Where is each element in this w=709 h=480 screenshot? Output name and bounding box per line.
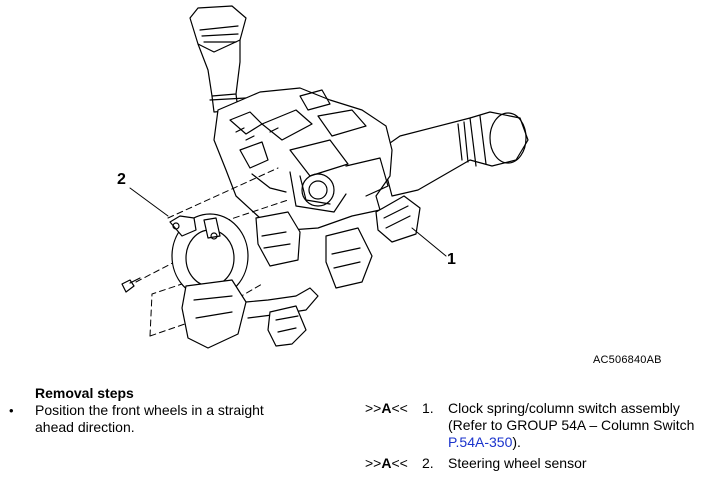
bullet-marker: • [9,403,14,418]
step-number: 1. [422,400,434,416]
ref-prefix: >> [365,455,382,471]
ref-suffix: << [391,455,408,471]
removal-step-1: >>A<< 1. Clock spring/column switch asse… [365,400,694,450]
callout-2-label: 2 [117,171,126,188]
figure-id: AC506840AB [593,354,662,366]
right-lever-stalk [379,111,529,197]
pre-step-instruction: Position the front wheels in a straight … [35,402,264,435]
step-reference: >>A<< [365,400,420,417]
removal-step-2: >>A<< 2. Steering wheel sensor [365,455,587,472]
ref-suffix: << [391,400,408,416]
column-switch-exploded-illustration [121,5,529,349]
page-reference-link[interactable]: P.54A-350 [448,434,513,450]
left-lever-stalk [189,5,253,113]
steering-wheel-sensor [169,213,319,349]
ref-letter: A [381,400,392,416]
step-text-end: ). [512,434,521,450]
ref-letter: A [381,455,392,471]
step-text-body: Clock spring/column switch assembly (Ref… [448,400,695,433]
step-number: 2. [422,455,434,471]
screw [121,277,141,293]
step-text-body: Steering wheel sensor [448,455,587,471]
ref-prefix: >> [365,400,382,416]
switch-body [213,87,393,231]
lower-connectors [255,195,421,289]
step-text: Clock spring/column switch assembly (Ref… [448,400,709,451]
callout-1-label: 1 [447,251,456,268]
step-reference: >>A<< [365,455,420,472]
step-text: Steering wheel sensor [448,455,709,472]
removal-steps-title: Removal steps [35,385,134,401]
